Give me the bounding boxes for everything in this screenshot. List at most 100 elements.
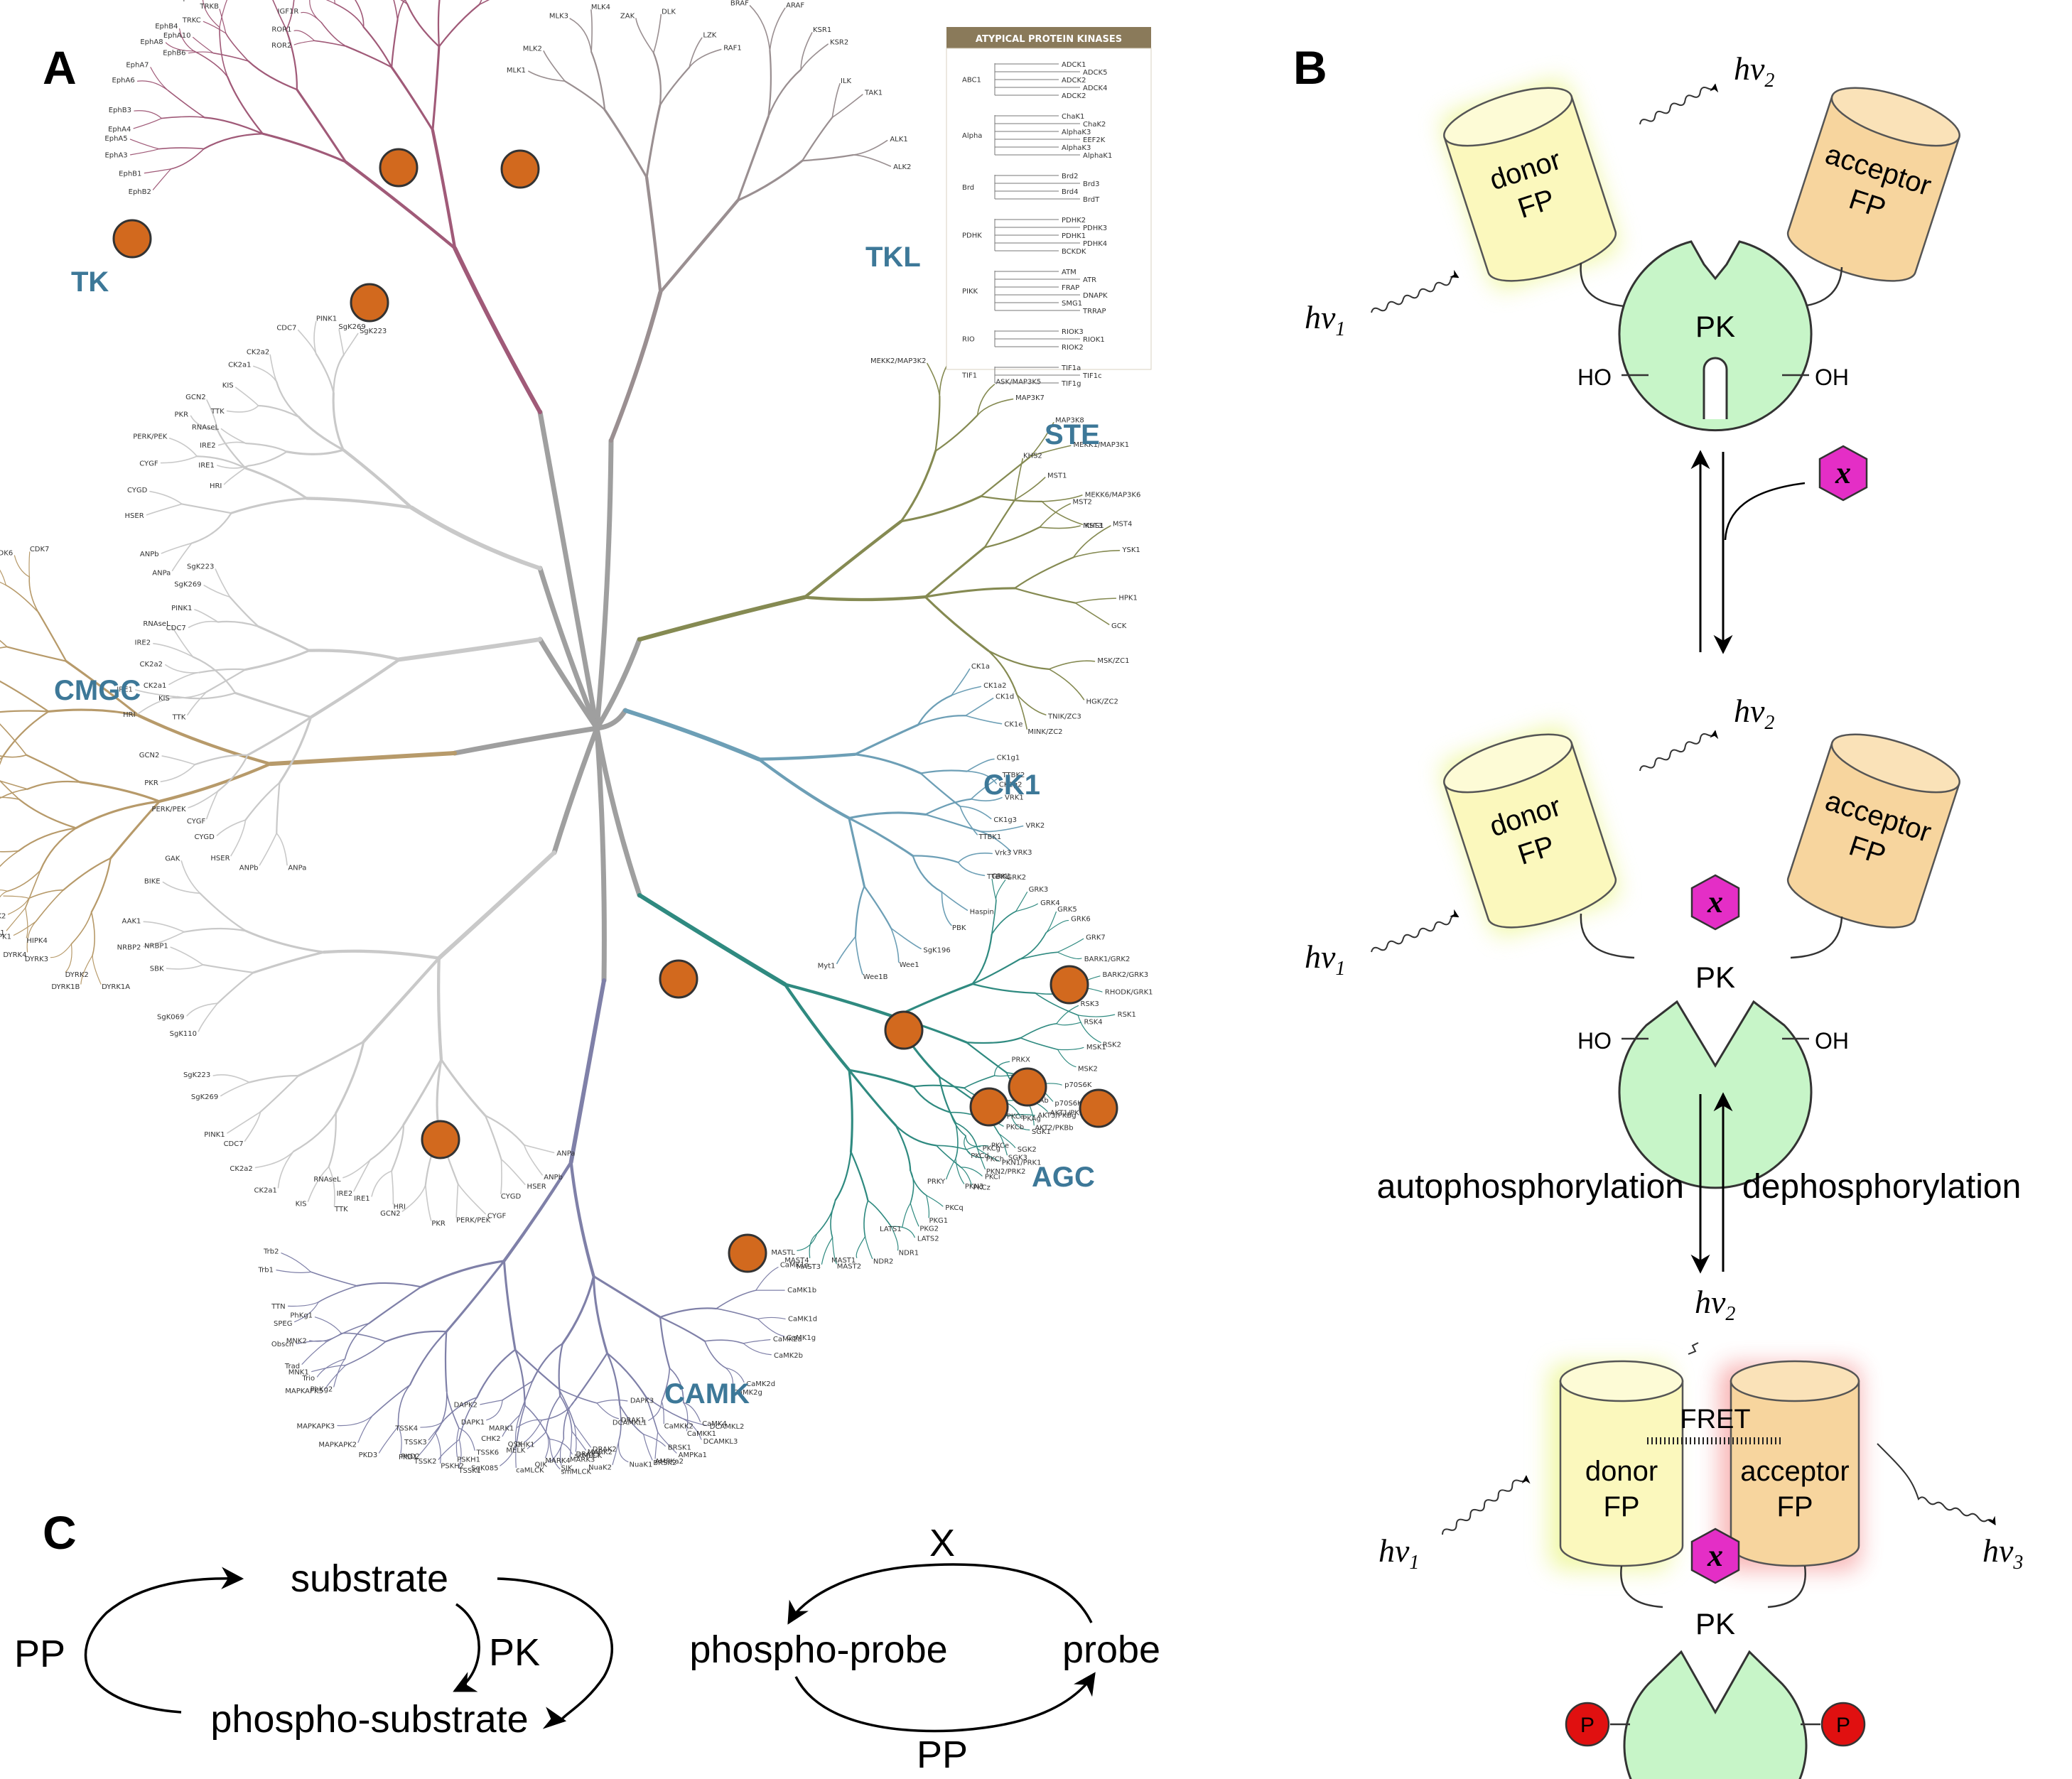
kinome-branch-agc — [966, 1145, 989, 1150]
kinome-branch-other — [409, 505, 542, 571]
group-label-ck1: CK1 — [983, 769, 1040, 801]
kinome-branch-camk — [659, 1316, 671, 1369]
kinome-branch-agc — [964, 1075, 995, 1089]
kinome-branch-other — [259, 1075, 300, 1113]
kinome-branch-other — [192, 656, 237, 694]
kinase-leaf-label: EphB1 — [119, 170, 141, 178]
kinase-leaf-label: ALK2 — [893, 163, 911, 171]
kinase-leaf-label: AKT3/PKBg — [1037, 1112, 1076, 1120]
kinome-branch-camk — [648, 1400, 662, 1421]
atypical-kinases-legend: ATYPICAL PROTEIN KINASES ABC1ADCK1ADCK5A… — [946, 27, 1152, 388]
kinome-branch-tk — [193, 50, 229, 78]
kinome-branch-other — [149, 490, 183, 505]
kinase-leaf-label: VRK1 — [1005, 794, 1024, 801]
kinome-branch-other — [220, 428, 247, 444]
hv2-label-2: hv2 — [1734, 693, 1774, 734]
inhibitor-binding-curve — [1724, 482, 1806, 541]
kinase-leaf-label: CK2a1 — [254, 1186, 277, 1194]
kinase-leaf-label: KSR2 — [830, 38, 848, 46]
kinase-leaf-label: ROR2 — [271, 42, 291, 50]
kinase-leaf-label: SPEG — [274, 1320, 292, 1328]
kinase-leaf-label: NuaK1 — [629, 1461, 652, 1469]
kinome-branch-ck1 — [757, 757, 851, 820]
kinome-branch-tkl — [852, 154, 892, 167]
kinase-leaf-label: PBK — [952, 924, 966, 932]
kinome-branch-camk — [458, 1439, 462, 1469]
kinase-leaf-label: DAPK2 — [454, 1402, 477, 1410]
kinase-leaf-label: MST4 — [1113, 521, 1132, 529]
kinome-highlight-markers — [112, 148, 1118, 1273]
kinome-branch-other — [401, 1184, 426, 1212]
kinase-leaf-label: GRK5 — [1057, 906, 1077, 914]
kinase-leaf-label: RSK4 — [1084, 1019, 1102, 1027]
kinome-branch-camk — [571, 1430, 586, 1451]
kinome-branch-ck1 — [848, 811, 927, 820]
kinase-leaf-label: PKD2 — [401, 1453, 420, 1461]
kinome-branch-agc — [848, 1069, 853, 1153]
kinase-leaf-label: SgK269 — [338, 323, 365, 331]
kinome-branch-cmgc — [0, 890, 8, 898]
kinome-branch-ck1 — [965, 715, 1003, 725]
atypical-member-label: PDHK4 — [1083, 240, 1107, 248]
kinome-branch-ck1 — [836, 936, 856, 965]
kinome-branch-other — [335, 1040, 365, 1115]
kinome-branch-ste — [1072, 525, 1111, 558]
kinome-branch-camk — [316, 1358, 346, 1378]
kinome-branch-agc — [995, 879, 1006, 901]
kinome-branch-camk — [549, 1439, 573, 1455]
kinase-leaf-label: ROR1 — [271, 26, 291, 33]
kinome-trunk-ste — [594, 637, 642, 731]
kinome-branch-cmgc — [26, 780, 81, 790]
kinome-branch-cmgc — [0, 850, 19, 853]
kinase-leaf-label: TSSK3 — [404, 1439, 427, 1447]
kinome-branch-camk — [606, 1352, 621, 1407]
hv1-label-3: hv1 — [1378, 1532, 1419, 1574]
kinome-branch-ste — [1041, 494, 1083, 502]
kinome-branch-cmgc — [3, 895, 30, 899]
kinome-branch-camk — [311, 1364, 347, 1373]
kinome-branch-other — [162, 881, 201, 894]
kinase-leaf-label: KHS2 — [1023, 453, 1042, 460]
kinase-leaf-label: DYRK4 — [3, 951, 26, 959]
kinome-branch-camk — [344, 1322, 370, 1360]
kinome-branch-ste — [1074, 602, 1110, 625]
kinase-leaf-label: QIK — [535, 1461, 548, 1469]
kinome-branch-cmgc — [0, 723, 27, 756]
kinome-branch-cmgc — [90, 857, 112, 913]
kinase-leaf-label: NDR1 — [899, 1250, 919, 1258]
kinase-leaf-label: PERK/PEK — [151, 806, 186, 813]
kinase-leaf-label: GCN2 — [139, 752, 160, 759]
oh-label-2: OH — [1815, 1028, 1849, 1054]
kinase-leaf-label: TRKC — [182, 16, 201, 24]
kinase-leaf-label: caMLCK — [516, 1467, 544, 1475]
kinome-branch-agc — [1020, 1037, 1059, 1051]
kinome-branch-cmgc — [0, 646, 8, 649]
kinome-branch-tk — [478, 0, 482, 6]
kinome-branch-tkl — [852, 139, 888, 156]
kinase-leaf-label: DAPK3 — [630, 1397, 654, 1405]
kinome-branch-other — [203, 585, 231, 598]
atypical-family-rows: ABC1ADCK1ADCK5ADCK2ADCK4ADCK2AlphaChaK1C… — [961, 61, 1112, 388]
kinome-branch-other — [217, 465, 249, 469]
kinase-leaf-label: CYGD — [501, 1193, 522, 1201]
donor-fp-cylinder-3: donor FP — [1549, 1360, 1684, 1570]
kinome-branch-camk — [657, 1432, 677, 1454]
kinase-leaf-label: MNK2 — [286, 1338, 307, 1346]
kinome-branch-tk — [170, 148, 205, 170]
kinome-branch-ste — [1039, 525, 1081, 529]
kinome-branch-other — [168, 671, 200, 686]
kinome-branch-camk — [337, 1415, 373, 1427]
kinome-branch-camk — [296, 1340, 328, 1345]
kinase-leaf-label: DYRK2 — [65, 971, 89, 979]
kinome-branch-cmgc — [14, 555, 30, 578]
kinome-branch-camk — [333, 1358, 346, 1388]
kinome-branch-agc — [998, 1132, 1016, 1148]
kinase-leaf-label: TNIK/ZC3 — [1047, 713, 1081, 720]
kinome-branch-other — [277, 1150, 294, 1189]
kinome-branch-ck1 — [912, 855, 959, 864]
kinome-branch-ste — [1048, 669, 1085, 701]
kinome-branch-ste — [934, 414, 978, 452]
kinome-branch-tk — [168, 90, 205, 119]
kinase-leaf-label: TSSK1 — [458, 1467, 481, 1475]
kinase-leaf-label: SgK223 — [183, 1071, 210, 1079]
